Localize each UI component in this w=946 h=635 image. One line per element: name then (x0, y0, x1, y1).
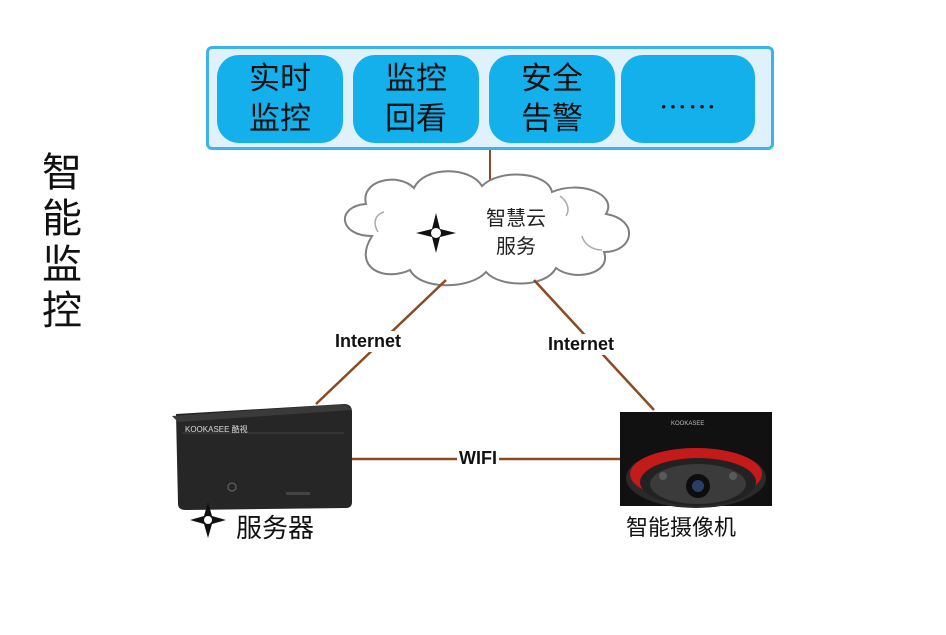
internet-label-right: Internet (546, 334, 617, 355)
app-panel: 实时 监控 监控 回看 安全 告警 …… (206, 46, 774, 150)
server-label: 服务器 (236, 514, 315, 544)
side-title-char: 控 (42, 288, 82, 334)
app-tile-line: 实时 (249, 61, 311, 97)
sparkle-logo-icon (416, 213, 456, 253)
app-tile-line: 监控 (249, 101, 311, 137)
side-title: 智 能 监 控 (38, 150, 86, 334)
cloud-service-label: 智慧云 服务 (466, 204, 566, 260)
app-tile-playback[interactable]: 监控 回看 (353, 55, 479, 143)
side-title-char: 监 (42, 242, 82, 288)
camera-device-icon (620, 412, 772, 508)
internet-label-left: Internet (333, 331, 404, 352)
sparkle-logo-icon (190, 502, 226, 538)
server-brand-text: KOOKASEE 酷视 (185, 425, 248, 434)
app-tile-line: 安全 (521, 61, 583, 97)
app-tile-realtime-monitoring[interactable]: 实时 监控 (217, 55, 343, 143)
app-tile-line: …… (659, 82, 717, 115)
cloud-service-line: 智慧云 (486, 206, 546, 230)
app-tile-more[interactable]: …… (621, 55, 755, 143)
app-tile-line: 监控 (385, 61, 447, 97)
side-title-char: 能 (42, 196, 82, 242)
wifi-label: WIFI (457, 448, 499, 469)
camera-brand-text: KOOKASEE (671, 421, 705, 427)
app-tile-line: 回看 (385, 101, 447, 137)
cloud-service-line: 服务 (496, 234, 536, 258)
app-tile-security-alarm[interactable]: 安全 告警 (489, 55, 615, 143)
server-device-icon (172, 404, 352, 510)
app-tile-line: 告警 (521, 101, 583, 137)
side-title-char: 智 (42, 150, 82, 196)
camera-label: 智能摄像机 (626, 516, 737, 541)
cloud-icon (344, 170, 630, 287)
